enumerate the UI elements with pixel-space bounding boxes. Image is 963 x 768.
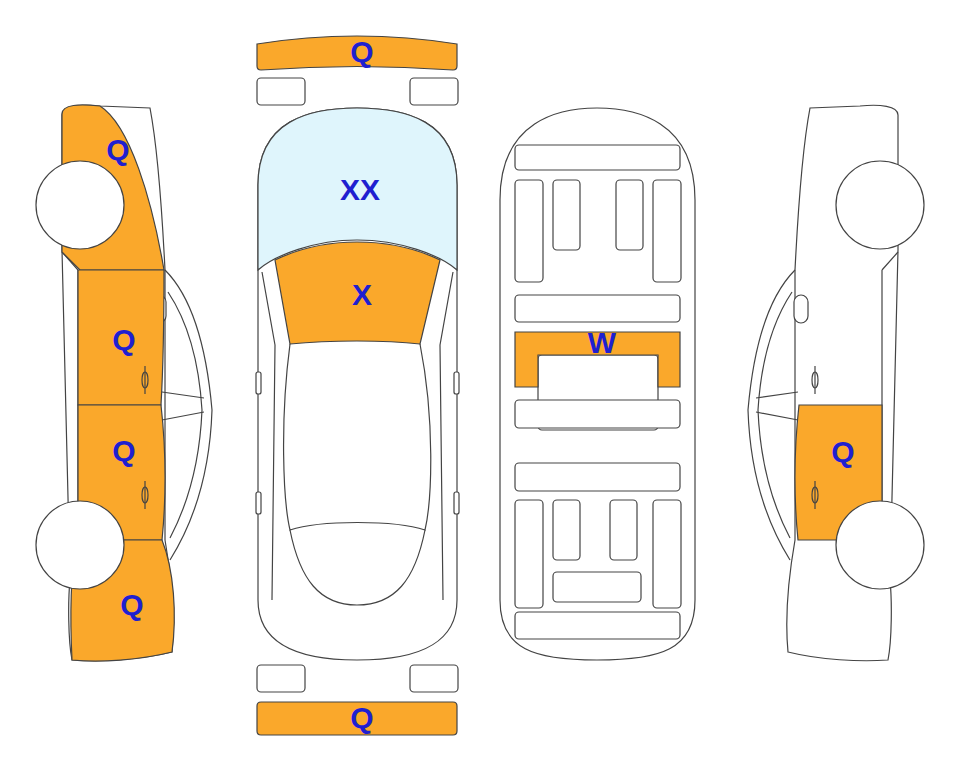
rear-door-panel: Q xyxy=(792,403,884,543)
wheel xyxy=(836,501,924,589)
panel-fill xyxy=(795,405,882,540)
panel-fill xyxy=(78,270,164,405)
right-side-view xyxy=(748,105,898,660)
rear-bumper-panel: Q xyxy=(255,700,460,737)
damage-code: Q xyxy=(350,703,373,733)
rear-door-panel: Q xyxy=(76,403,168,543)
damage-code: W xyxy=(588,328,616,358)
wheel xyxy=(36,501,124,589)
damage-code: Q xyxy=(112,436,135,466)
wheel xyxy=(36,161,124,249)
panel-shape xyxy=(76,403,168,543)
panel-shape xyxy=(792,403,884,543)
front-door-panel: Q xyxy=(76,268,166,408)
panel-fill xyxy=(257,702,457,735)
left-side-view xyxy=(62,105,212,660)
panel-fill xyxy=(275,242,440,344)
damage-code: Q xyxy=(831,437,854,467)
panel-fill xyxy=(257,36,457,70)
roof-front-panel: X xyxy=(273,238,442,346)
wheel xyxy=(836,161,924,249)
top-view xyxy=(256,78,459,692)
front-bumper-panel: Q xyxy=(255,26,460,72)
damage-code: Q xyxy=(120,590,143,620)
panel-fill xyxy=(71,540,175,661)
panel-fill xyxy=(78,405,165,540)
panel-fill xyxy=(62,105,164,270)
damage-code: Q xyxy=(350,37,373,67)
damage-code: XX xyxy=(340,175,380,205)
underside-view xyxy=(500,108,695,660)
front-fender-panel: Q xyxy=(60,102,168,274)
panel-shape xyxy=(60,102,168,274)
underbody-panel: W xyxy=(513,330,682,389)
damage-code: X xyxy=(352,280,372,310)
damage-code: Q xyxy=(112,325,135,355)
damage-code: Q xyxy=(106,135,129,165)
rear-quarter-panel: Q xyxy=(66,538,178,664)
